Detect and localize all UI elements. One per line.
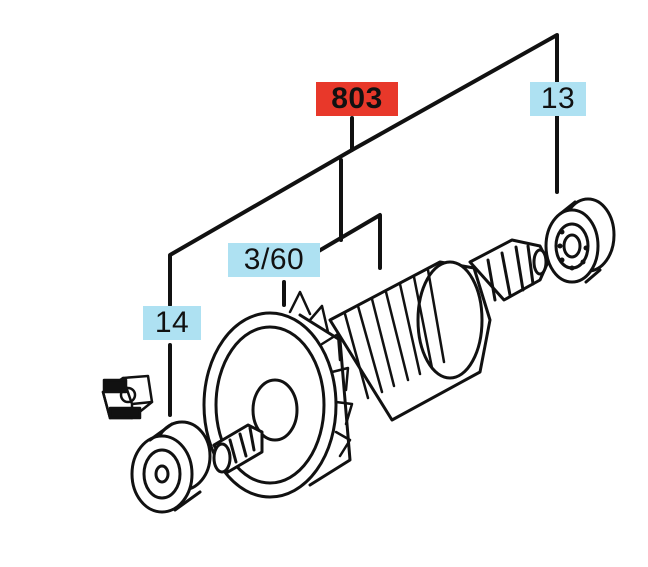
callout-armature-label: 803 (316, 82, 398, 116)
leader-lines (168, 33, 559, 417)
armature-assembly-icon (202, 238, 550, 499)
callout-bearing-left-label: 14 (143, 306, 201, 340)
callout-fan-label: 3/60 (228, 243, 320, 277)
ball-bearing-right-icon (544, 197, 616, 284)
bearing-cap-icon (101, 374, 154, 420)
ball-bearing-left-icon (130, 420, 212, 514)
callout-bearing-right-label: 13 (530, 82, 586, 116)
